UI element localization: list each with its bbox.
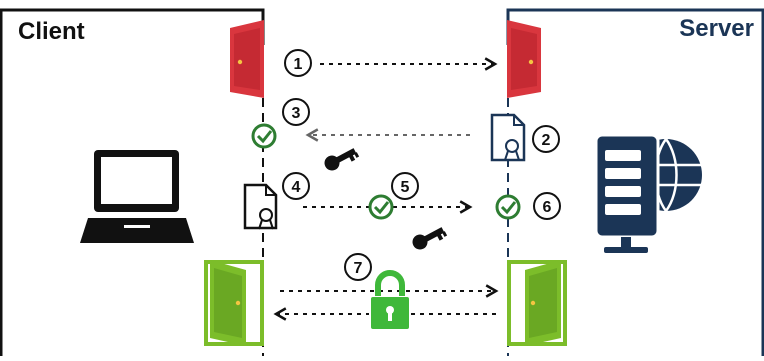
step-number-1: 1: [294, 56, 303, 73]
step-badge-7: 7: [344, 253, 372, 281]
client-title: Client: [18, 18, 85, 45]
client-check-icon: [251, 123, 277, 149]
client-certificate-icon: [243, 183, 278, 230]
middle-check-icon: [368, 194, 394, 220]
client-closed-door-icon: [230, 20, 264, 98]
server-title: Server: [679, 15, 754, 42]
step-badge-4: 4: [282, 172, 310, 200]
step-badge-3: 3: [282, 98, 310, 126]
server-globe-icon: [594, 133, 702, 253]
step-badge-1: 1: [284, 49, 312, 77]
step-number-3: 3: [292, 105, 301, 122]
padlock-icon: [369, 270, 411, 331]
step-badge-2: 2: [532, 125, 560, 153]
step-number-5: 5: [401, 179, 410, 196]
key-icon-2: [412, 227, 448, 250]
server-open-door-icon: [507, 260, 567, 346]
laptop-icon: [80, 150, 194, 243]
step-badge-5: 5: [391, 172, 419, 200]
step-badge-6: 6: [533, 192, 561, 220]
step-number-6: 6: [543, 199, 552, 216]
server-closed-door-icon: [507, 20, 541, 98]
key-icon-1: [324, 148, 360, 171]
step-number-2: 2: [542, 132, 551, 149]
client-open-door-icon: [204, 260, 264, 346]
server-check-icon: [495, 194, 521, 220]
server-certificate-icon: [490, 113, 526, 162]
step-number-4: 4: [292, 179, 301, 196]
step-number-7: 7: [354, 260, 363, 277]
